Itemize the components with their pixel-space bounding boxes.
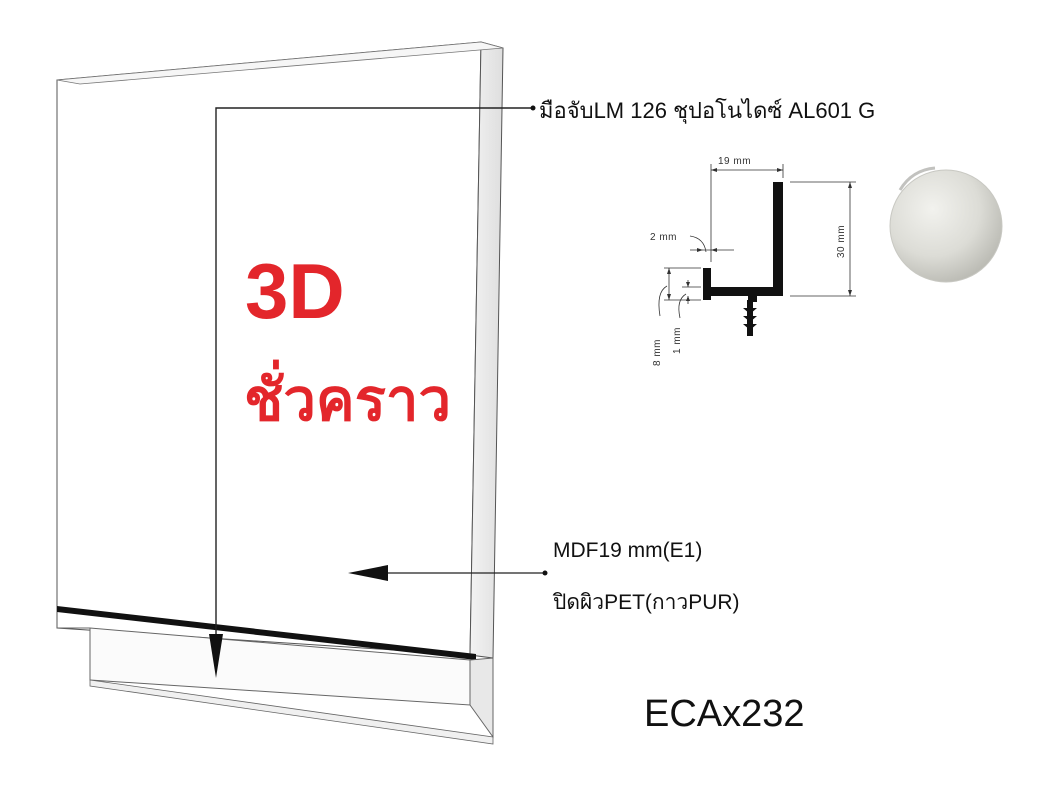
handle-leader-line (215, 107, 533, 650)
profile-shape (703, 182, 783, 302)
handle-lip-side (469, 657, 494, 739)
handle-strip (57, 606, 476, 660)
profile-section: 19 mm 30 mm 2 mm (650, 156, 856, 366)
dim-lip-height-label: 8 mm (652, 339, 663, 366)
dim-height-label: 30 mm (836, 225, 847, 258)
model-code: ECAx232 (644, 693, 805, 735)
door-top-edge (56, 41, 504, 85)
dim-lip-thickness-label: 2 mm (650, 232, 677, 243)
dim-lip-thickness (689, 235, 734, 253)
overlay-title: 3D (245, 247, 345, 335)
dim-wall (678, 280, 701, 319)
dim-width-label: 19 mm (718, 156, 751, 167)
handle-leader-dot (530, 105, 536, 111)
handle-label: มือจับLM 126 ชุปอโนไดซ์ AL601 G (539, 98, 875, 124)
material-leader-arrowhead (348, 565, 388, 581)
handle-leader (209, 105, 536, 678)
dim-lip-height (658, 267, 701, 317)
material-line-2: ปิดผิวPET(กาวPUR) (552, 591, 739, 614)
handle-lip-underside (89, 679, 494, 745)
overlay-subtitle: ชั่วคราว (244, 359, 451, 433)
handle-leader-arrowhead (209, 634, 223, 678)
profile-barb (743, 300, 757, 336)
finish-swatch (889, 166, 1003, 283)
door-front-face (56, 41, 482, 656)
finish-swatch-circle (889, 169, 1003, 283)
dim-height (790, 181, 856, 297)
dim-wall-label: 1 mm (672, 327, 683, 354)
material-leader (348, 565, 548, 581)
material-line-1: MDF19 mm(E1) (553, 539, 702, 562)
dim-width (710, 164, 784, 262)
material-leader-dot (542, 570, 548, 576)
door-panel (56, 41, 504, 745)
